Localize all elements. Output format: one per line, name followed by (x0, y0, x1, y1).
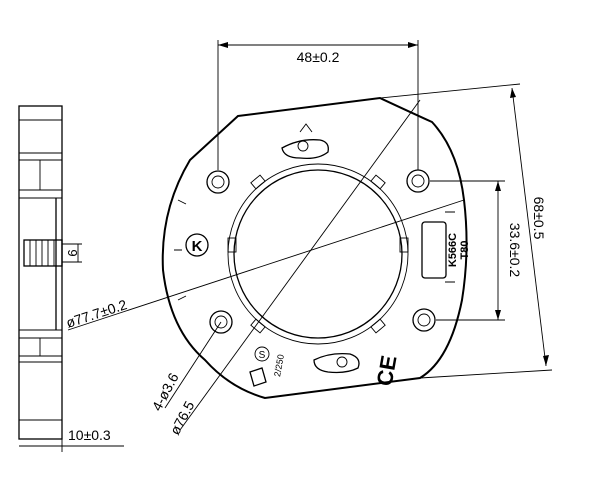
side-view (18, 105, 82, 440)
mounting-holes-label: 4-ø3.6 (149, 370, 182, 413)
side-height-label: 9 (65, 249, 80, 256)
hole-vertical-dimension (430, 180, 505, 321)
temp-marking: T80 (459, 241, 471, 260)
outer-diameter-label: ø77.7±0.2 (64, 296, 129, 331)
mounting-hole (209, 310, 233, 334)
mounting-holes (206, 169, 436, 334)
outer-height-label: 68±0.5 (531, 197, 547, 240)
mounting-hole (406, 169, 430, 193)
inner-diameter-label: ø76.5 (167, 398, 198, 437)
hole-spacing-dimension (217, 40, 419, 170)
thickness-dimension (19, 439, 124, 452)
markings: K K566C T80 CE S 2/250 (185, 221, 471, 388)
brand-logo: K (192, 238, 203, 255)
approval-mark (249, 367, 267, 387)
inner-diameter-dimension (164, 99, 421, 431)
mounting-hole (412, 308, 436, 332)
rating-marking: 2/250 (272, 354, 286, 378)
holder-plate (161, 96, 468, 400)
keyhole-slots (281, 123, 360, 374)
mounting-hole (206, 170, 230, 194)
hole-spacing-label: 48±0.2 (297, 49, 340, 65)
ce-mark: CE (372, 353, 402, 387)
outer-height-dimension (379, 83, 553, 379)
thickness-label: 10±0.3 (68, 427, 111, 443)
model-marking: K566C (447, 233, 459, 267)
safety-mark: S (259, 350, 266, 361)
hole-vertical-label: 33.6±0.2 (507, 223, 523, 278)
outer-diameter-dimension (67, 199, 465, 331)
